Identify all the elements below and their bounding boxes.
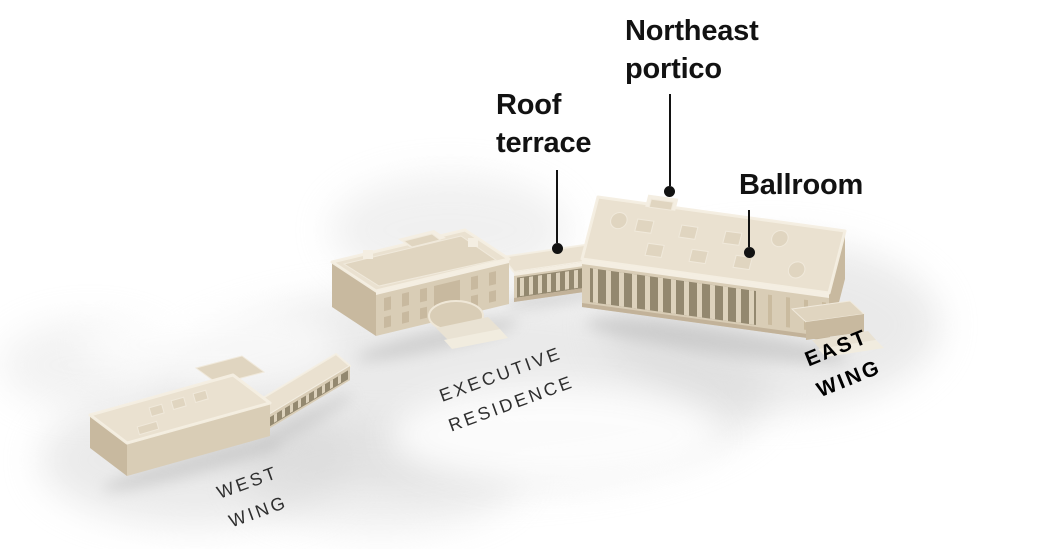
residence-west-wall	[332, 262, 376, 336]
west-colonnade	[247, 353, 351, 433]
ballroom-south-facade	[582, 259, 829, 342]
east-entrance-pavilion	[790, 300, 884, 357]
callout-dot-northeast-portico	[664, 186, 675, 197]
callout-line-northeast-portico	[669, 94, 671, 186]
callout-text-line: Roof	[496, 89, 562, 121]
residence-windows	[384, 271, 496, 329]
callout-line-roof-terrace	[556, 170, 558, 243]
callout-dot-ballroom	[744, 247, 755, 258]
south-portico-steps	[436, 317, 500, 340]
east-steps	[818, 340, 884, 357]
callout-label-ballroom: Ballroom	[739, 167, 863, 205]
callout-text-line: Ballroom	[739, 169, 864, 201]
executive-residence-building	[330, 228, 511, 349]
west-wing-roof-details	[136, 389, 209, 436]
east-steps	[812, 331, 876, 349]
west-colonnade-columns	[266, 374, 341, 428]
west-wing-annex	[194, 355, 266, 385]
west-wing-building	[88, 355, 272, 476]
west-colonnade-roof	[248, 354, 350, 419]
ballroom-building	[580, 194, 884, 357]
callout-dot-roof-terrace	[552, 243, 563, 254]
ballroom-columns	[593, 268, 754, 325]
callout-text-line: Northeast	[625, 15, 759, 47]
callout-text-line: portico	[625, 52, 722, 85]
residence-chimney	[468, 238, 478, 247]
ballroom-parapet	[580, 195, 847, 295]
south-portico-steps	[444, 329, 508, 349]
callout-line-ballroom	[748, 210, 750, 247]
driveway-highlight	[390, 385, 720, 485]
callout-text-line: terrace	[496, 126, 592, 159]
west-wing-roof	[90, 375, 270, 443]
roof-dome	[771, 230, 789, 248]
west-wing-west-wall	[90, 415, 127, 476]
callout-label-northeast-portico: Northeast portico	[625, 13, 759, 88]
west-wing-south-wall	[127, 403, 270, 476]
west-wing-parapet	[88, 373, 272, 445]
residence-chimney	[363, 250, 373, 259]
west-colonnade-facade	[262, 366, 350, 433]
callout-label-roof-terrace: Roof terrace	[496, 87, 592, 162]
ballroom-roof-details	[610, 194, 806, 279]
roof-dome	[610, 211, 628, 230]
roof-dome	[787, 261, 806, 279]
residence-roof-inner	[342, 235, 498, 287]
